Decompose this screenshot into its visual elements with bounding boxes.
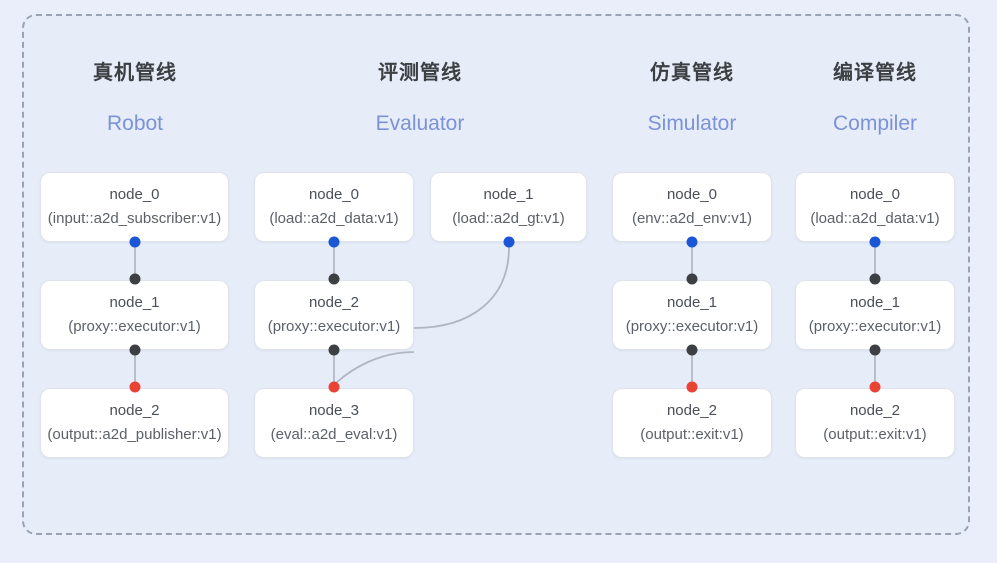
- node-card-sim-node-2[interactable]: node_2 (output::exit:v1): [612, 388, 772, 458]
- node-card-robot-node-1[interactable]: node_1 (proxy::executor:v1): [40, 280, 229, 350]
- node-spec: (output::exit:v1): [823, 426, 927, 443]
- input-port-red[interactable]: [129, 381, 141, 393]
- node-card-sim-node-1[interactable]: node_1 (proxy::executor:v1): [612, 280, 772, 350]
- node-spec: (load::a2d_data:v1): [269, 210, 399, 227]
- node-name: node_0: [849, 186, 901, 203]
- node-spec: (load::a2d_data:v1): [810, 210, 940, 227]
- connector-eval-2-3: [333, 350, 335, 387]
- output-port-blue[interactable]: [686, 236, 698, 248]
- node-spec: (env::a2d_env:v1): [631, 210, 753, 227]
- node-card-comp-node-2[interactable]: node_2 (output::exit:v1): [795, 388, 955, 458]
- output-port-blue[interactable]: [869, 236, 881, 248]
- node-name: node_2: [849, 402, 901, 419]
- connector-eval-0-2: [333, 242, 335, 279]
- output-port-black[interactable]: [686, 344, 698, 356]
- output-port-blue[interactable]: [503, 236, 515, 248]
- input-port-black[interactable]: [328, 273, 340, 285]
- node-name: node_0: [308, 186, 360, 203]
- node-card-comp-node-0[interactable]: node_0 (load::a2d_data:v1): [795, 172, 955, 242]
- node-card-eval-node-1[interactable]: node_1 (load::a2d_gt:v1): [430, 172, 587, 242]
- connector-sim-1-2: [691, 350, 693, 387]
- node-spec: (proxy::executor:v1): [68, 318, 201, 335]
- input-port-black[interactable]: [869, 273, 881, 285]
- node-name: node_0: [109, 186, 160, 203]
- output-port-blue[interactable]: [129, 236, 141, 248]
- node-name: node_1: [109, 294, 160, 311]
- node-name: node_3: [308, 402, 360, 419]
- node-spec: (eval::a2d_eval:v1): [270, 426, 398, 443]
- node-card-eval-node-0[interactable]: node_0 (load::a2d_data:v1): [254, 172, 414, 242]
- node-name: node_2: [109, 402, 160, 419]
- node-spec: (proxy::executor:v1): [267, 318, 401, 335]
- connector-comp-0-1: [874, 242, 876, 279]
- node-spec: (output::exit:v1): [640, 426, 744, 443]
- node-name: node_1: [849, 294, 901, 311]
- node-card-robot-node-0[interactable]: node_0 (input::a2d_subscriber:v1): [40, 172, 229, 242]
- input-port-black[interactable]: [129, 273, 141, 285]
- node-name: node_2: [308, 294, 360, 311]
- node-name: node_1: [666, 294, 718, 311]
- output-port-black[interactable]: [129, 344, 141, 356]
- input-port-red[interactable]: [869, 381, 881, 393]
- input-port-red[interactable]: [686, 381, 698, 393]
- output-port-black[interactable]: [328, 344, 340, 356]
- connector-robot-0-1: [134, 242, 136, 279]
- node-spec: (load::a2d_gt:v1): [452, 210, 565, 227]
- node-card-eval-node-3[interactable]: node_3 (eval::a2d_eval:v1): [254, 388, 414, 458]
- connector-comp-1-2: [874, 350, 876, 387]
- node-card-sim-node-0[interactable]: node_0 (env::a2d_env:v1): [612, 172, 772, 242]
- node-spec: (input::a2d_subscriber:v1): [47, 210, 222, 227]
- input-port-black[interactable]: [686, 273, 698, 285]
- node-card-robot-node-2[interactable]: node_2 (output::a2d_publisher:v1): [40, 388, 229, 458]
- connector-robot-1-2: [134, 350, 136, 387]
- node-spec: (output::a2d_publisher:v1): [47, 426, 222, 443]
- input-port-red[interactable]: [328, 381, 340, 393]
- node-spec: (proxy::executor:v1): [625, 318, 759, 335]
- output-port-blue[interactable]: [328, 236, 340, 248]
- node-name: node_1: [483, 186, 534, 203]
- node-name: node_2: [666, 402, 718, 419]
- node-spec: (proxy::executor:v1): [808, 318, 942, 335]
- node-name: node_0: [666, 186, 718, 203]
- node-card-comp-node-1[interactable]: node_1 (proxy::executor:v1): [795, 280, 955, 350]
- connector-sim-0-1: [691, 242, 693, 279]
- output-port-black[interactable]: [869, 344, 881, 356]
- node-card-eval-node-2[interactable]: node_2 (proxy::executor:v1): [254, 280, 414, 350]
